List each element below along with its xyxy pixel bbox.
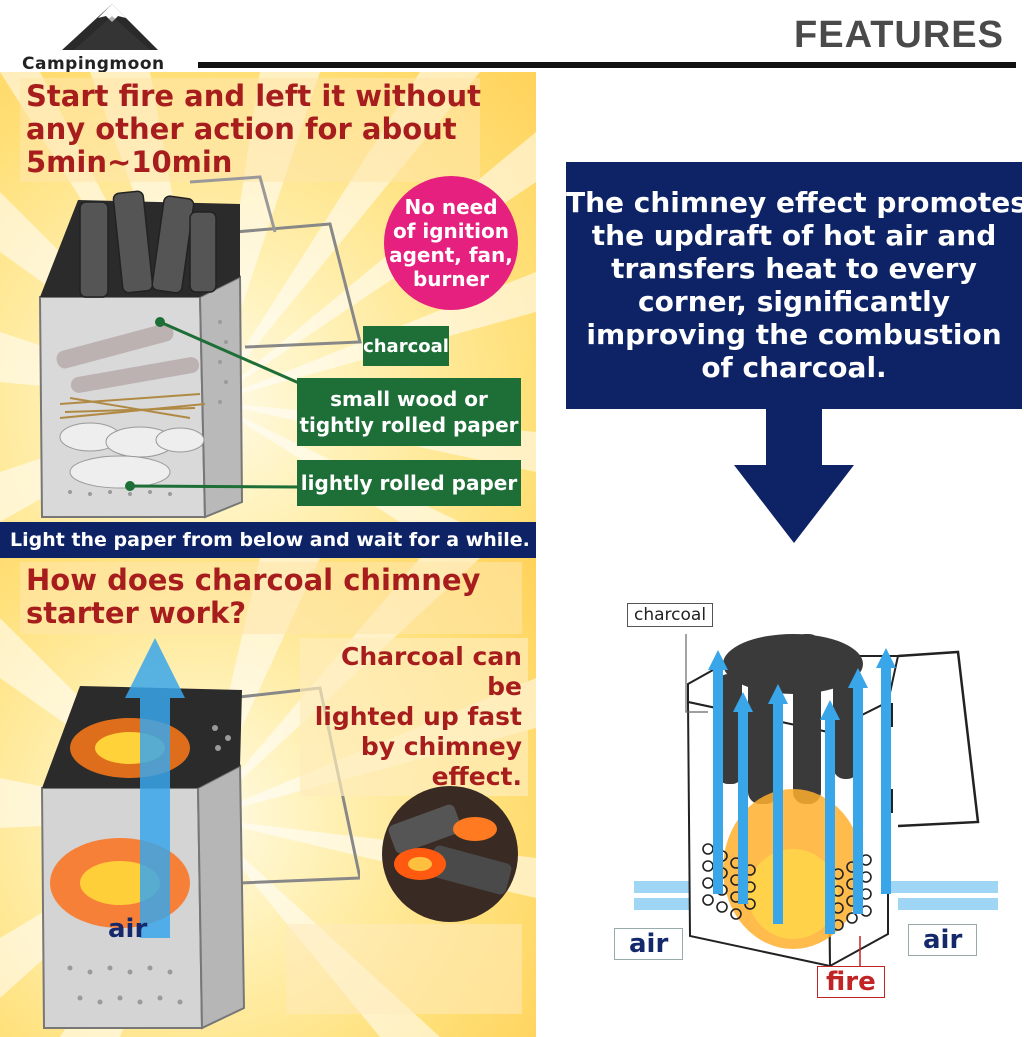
badge-line: agent, fan, [389, 243, 513, 267]
label-small-wood-line: small wood or [330, 387, 488, 411]
chimney-airflow-diagram [634, 634, 998, 968]
note-line: Charcoal can be [341, 642, 522, 701]
ignition-heading-line: 5min~10min [26, 145, 233, 179]
label-lightly-rolled-paper: lightly rolled paper [297, 460, 521, 506]
ignition-heading-line: any other action for about [26, 112, 457, 146]
info-line: transfers heat to every [611, 252, 977, 285]
down-arrow-icon [734, 409, 854, 543]
info-line: The chimney effect promotes [566, 186, 1024, 219]
heading-backdrop [20, 78, 480, 182]
note-line: lighted up fast [314, 702, 522, 731]
heading-backdrop [20, 562, 522, 634]
chimney-effect-info-box: The chimney effect promotes the updraft … [566, 162, 1024, 409]
header-rule [198, 62, 1016, 68]
chimney-effect-note: Charcoal can be lighted up fast by chimn… [300, 638, 528, 796]
instruction-bar: Light the paper from below and wait for … [0, 522, 536, 558]
badge-line: of ignition [392, 219, 510, 243]
badge-line: No need [404, 195, 498, 219]
chimney-starter-illustration [38, 175, 366, 519]
ignition-heading-line: Start fire and left it without [26, 79, 481, 113]
how-it-works-heading: How does charcoal chimney starter work? [26, 564, 526, 630]
label-charcoal: charcoal [363, 326, 449, 366]
burning-charcoal-closeup [382, 786, 518, 922]
label-small-wood-line: tightly rolled paper [299, 413, 519, 437]
how-heading-line: starter work? [26, 596, 247, 630]
ignition-panel: Start fire and left it without any other… [0, 72, 536, 522]
note-line: by chimney [360, 732, 522, 761]
no-ignition-badge: No need of ignition agent, fan, burner [384, 176, 518, 310]
mountain-logo-icon [62, 4, 158, 50]
badge-line: burner [412, 267, 490, 291]
brand-name: Campingmoon [22, 54, 165, 74]
diagram-air-right-label: air [908, 924, 978, 956]
label-small-wood: small wood or tightly rolled paper [297, 378, 521, 446]
diagram-air-left-label: air [614, 928, 684, 960]
ignition-heading: Start fire and left it without any other… [26, 80, 516, 179]
info-line: of charcoal. [701, 351, 887, 384]
air-label: air [108, 914, 148, 944]
blank-backdrop [286, 924, 522, 1014]
how-heading-line: How does charcoal chimney [26, 563, 481, 597]
diagram-fire-label: fire [817, 966, 885, 998]
campingmoon-logo: Campingmoon [18, 2, 188, 76]
diagram-charcoal-label: charcoal [627, 603, 714, 627]
info-line: the updraft of hot air and [591, 219, 997, 252]
page-title: FEATURES [794, 14, 1004, 56]
how-it-works-panel: How does charcoal chimney starter work? … [0, 558, 536, 1037]
info-line: corner, significantly [638, 285, 950, 318]
info-line: improving the combustion [586, 318, 1002, 351]
burning-chimney-illustration [40, 638, 360, 1030]
